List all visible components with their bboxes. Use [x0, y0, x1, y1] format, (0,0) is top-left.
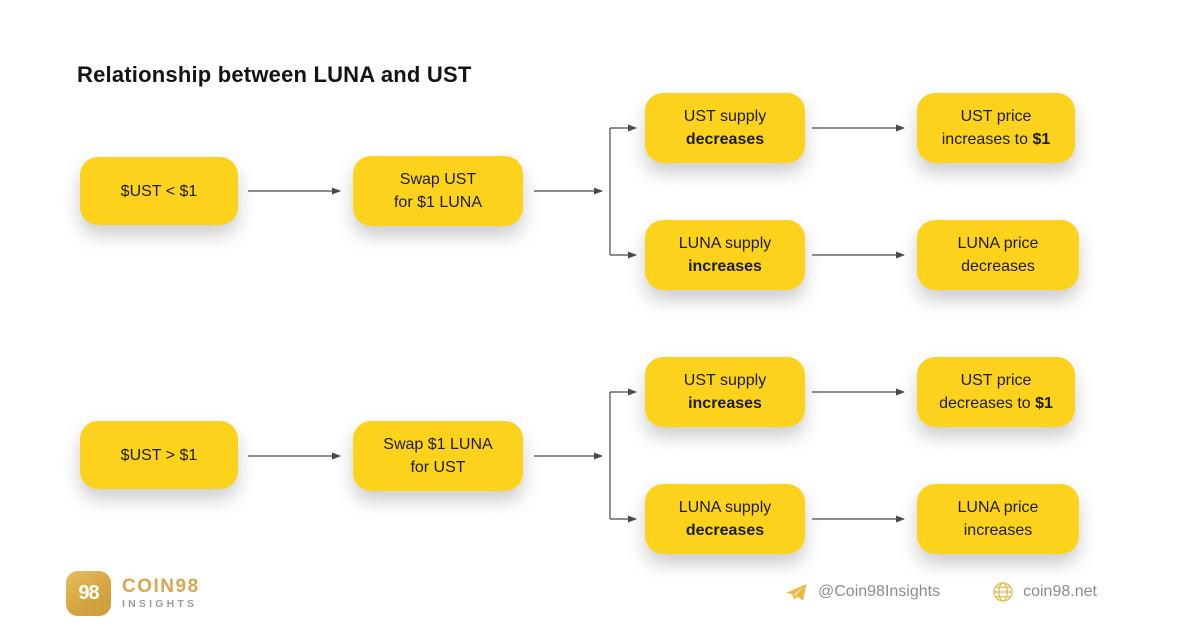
box-label: increases — [963, 522, 1033, 539]
box-ust-price-increases: UST price increases to $1 — [917, 93, 1075, 163]
box-ust-supply-increases: UST supply increases — [645, 357, 805, 427]
box-label: increases — [688, 395, 762, 412]
coin98-brand-lockup: 98 COIN98 INSIGHTS — [66, 571, 200, 616]
box-luna-supply-increases: LUNA supply increases — [645, 220, 805, 290]
box-label: LUNA price — [957, 235, 1039, 252]
brand-subtitle: INSIGHTS — [122, 598, 198, 610]
box-label: UST supply — [683, 108, 767, 125]
box-luna-price-decreases: LUNA price decreases — [917, 220, 1079, 290]
box-label: increases to $1 — [941, 131, 1051, 148]
box-label: $UST > $1 — [120, 446, 198, 464]
box-label: decreases to $1 — [939, 395, 1053, 412]
box-label: Swap UST — [399, 171, 477, 188]
box-ust-above-peg: $UST > $1 — [80, 421, 238, 489]
box-swap-ust-for-luna: Swap UST for $1 LUNA — [353, 156, 523, 226]
box-label: decreases — [685, 131, 765, 148]
coin98-logo-number: 98 — [78, 582, 99, 604]
box-label: Swap $1 LUNA — [383, 436, 493, 453]
box-label: LUNA supply — [678, 235, 772, 252]
globe-icon — [992, 581, 1014, 603]
box-ust-price-decreases: UST price decreases to $1 — [917, 357, 1075, 427]
box-ust-supply-decreases: UST supply decreases — [645, 93, 805, 163]
box-label: increases — [688, 258, 762, 275]
box-ust-below-peg: $UST < $1 — [80, 157, 238, 225]
box-label: decreases — [685, 522, 765, 539]
coin98-logo: 98 — [66, 571, 111, 616]
box-label: UST price — [960, 108, 1032, 125]
brand-text: COIN98 INSIGHTS — [122, 576, 200, 611]
telegram-icon — [785, 580, 809, 604]
box-label: UST supply — [683, 372, 767, 389]
page-title: Relationship between LUNA and UST — [77, 62, 472, 87]
box-luna-supply-decreases: LUNA supply decreases — [645, 484, 805, 554]
box-swap-luna-for-ust: Swap $1 LUNA for UST — [353, 421, 523, 491]
box-luna-price-increases: LUNA price increases — [917, 484, 1079, 554]
box-label: for $1 LUNA — [393, 194, 483, 211]
website-link: coin98.net — [1023, 583, 1097, 600]
telegram-handle: @Coin98Insights — [818, 583, 941, 600]
box-label: $UST < $1 — [120, 182, 198, 200]
social-links: @Coin98Insights coin98.net — [785, 580, 1097, 604]
brand-name: COIN98 — [122, 576, 200, 597]
box-label: for UST — [410, 459, 466, 476]
box-label: decreases — [961, 258, 1035, 275]
box-label: UST price — [960, 372, 1032, 389]
box-label: LUNA supply — [678, 499, 772, 516]
box-label: LUNA price — [957, 499, 1039, 516]
